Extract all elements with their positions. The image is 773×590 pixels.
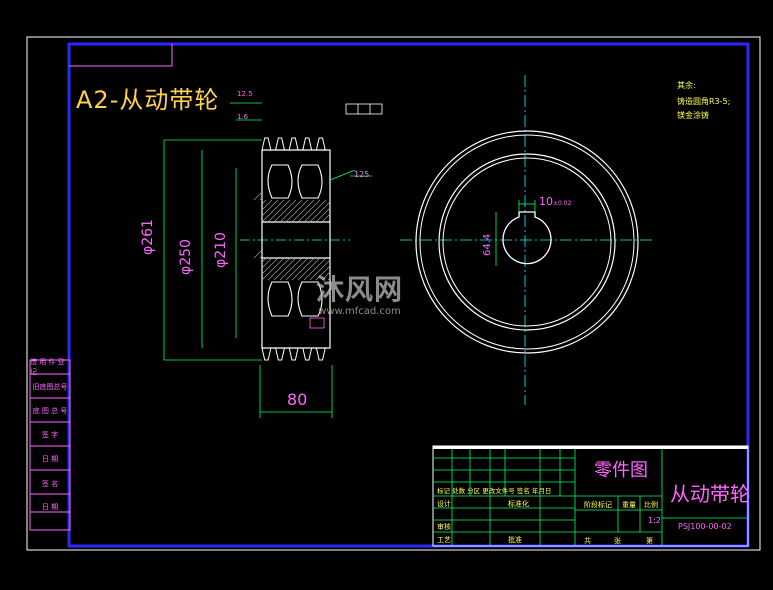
inner-frame — [67, 42, 750, 548]
watermark-url: www.mfcad.com — [318, 306, 401, 317]
tb-process: 工艺 — [437, 536, 451, 544]
side-row-5: 签 名 — [41, 480, 59, 488]
watermark-brand: 沐风网 — [316, 273, 404, 306]
groove-teeth-bottom — [261, 347, 330, 361]
section-hatching — [253, 191, 331, 281]
tb-sheet-label: 张 — [614, 537, 621, 545]
tb-part-name: 从动带轮 — [670, 482, 750, 506]
dim-groove-angle: 125 — [354, 170, 370, 179]
tb-approve: 批准 — [508, 536, 522, 544]
hatch-line — [285, 199, 309, 223]
tb-drawing-number: PSJ100-00-02 — [678, 522, 732, 531]
hatch-line — [273, 257, 297, 281]
note-line1: 铸造圆角R3-5; — [677, 97, 731, 106]
dim-d261: φ261 — [140, 219, 156, 255]
hatch-line — [253, 191, 263, 201]
hatch-line — [309, 201, 331, 223]
tb-scale-value: 1:2 — [648, 516, 661, 525]
outer-frame — [26, 36, 761, 551]
side-row-0: 借 用 件 登 记 — [30, 358, 65, 376]
hatch-line — [321, 271, 331, 281]
hatch-line — [279, 199, 303, 223]
dim-d210: φ210 — [213, 232, 229, 268]
hatch-line — [273, 199, 297, 223]
dim-roughness-2: 1.6 — [237, 113, 249, 121]
note-remainder: 其余: — [677, 81, 696, 90]
dim-roughness-1: 12.5 — [237, 90, 253, 98]
hatch-line — [261, 257, 267, 263]
dim-d250: φ250 — [178, 239, 194, 275]
tb-scale-label: 比例 — [644, 501, 658, 509]
drawing-title: A2-从动带轮 — [76, 86, 220, 114]
hatch-line — [291, 257, 315, 281]
dim-bore: 64.4 — [482, 233, 493, 256]
pulley-front-view — [400, 75, 655, 405]
hatch-line — [261, 199, 279, 217]
hatch-line — [253, 249, 263, 259]
tb-part-label: 零件图 — [594, 460, 648, 481]
hatch-line — [321, 213, 331, 223]
hatch-line — [267, 199, 291, 223]
side-registration-table — [29, 359, 71, 531]
hatch-line — [279, 257, 303, 281]
hatch-line — [297, 257, 321, 281]
dim-keyway: 10±0.02 — [539, 195, 572, 208]
hatch-line — [261, 257, 285, 281]
groove-teeth-top — [261, 137, 330, 151]
side-row-3: 签 字 — [41, 431, 59, 439]
hatch-line — [259, 197, 263, 201]
tb-stage-mark: 阶段标记 — [584, 501, 612, 509]
hatch-line — [285, 257, 309, 281]
hatch-line — [303, 257, 327, 281]
tb-standardize: 标准化 — [508, 500, 529, 508]
tb-checker: 审核 — [437, 523, 451, 531]
hatch-line — [315, 207, 331, 223]
hatch-line — [315, 265, 331, 281]
hatch-line — [327, 219, 331, 223]
tb-sheet-no: 第 — [646, 537, 653, 545]
hatch-line — [261, 199, 273, 211]
tb-sheets-total: 共 — [584, 537, 591, 545]
hatch-line — [327, 277, 331, 281]
tb-revision-header: 标记 处数 分区 更改文件号 签名 年月日 — [437, 487, 552, 495]
hatch-line — [297, 199, 321, 223]
side-row-4: 日 期 — [41, 455, 59, 463]
side-row-1: 旧底图总号 — [32, 383, 68, 391]
hatch-line — [259, 255, 263, 259]
hatch-line — [291, 199, 315, 223]
title-block — [432, 445, 749, 547]
tb-weight: 重量 — [622, 501, 636, 509]
note-line2: 镁金涂铸 — [677, 111, 709, 120]
tb-designer: 设计 — [437, 500, 451, 508]
hatch-line — [261, 199, 285, 223]
hatch-line — [261, 257, 279, 275]
hatch-line — [261, 199, 267, 205]
hatch-line — [267, 257, 291, 281]
watermark: 沐风网 www.mfcad.com — [316, 268, 403, 317]
dim-width: 80 — [287, 390, 308, 409]
pulley-section-view — [163, 102, 383, 418]
side-row-6: 日 期 — [41, 503, 59, 511]
side-row-2: 底 图 总 号 — [32, 407, 68, 415]
hatch-line — [261, 257, 273, 269]
code-box — [69, 44, 173, 67]
hatch-line — [303, 199, 327, 223]
hatch-line — [309, 259, 331, 281]
